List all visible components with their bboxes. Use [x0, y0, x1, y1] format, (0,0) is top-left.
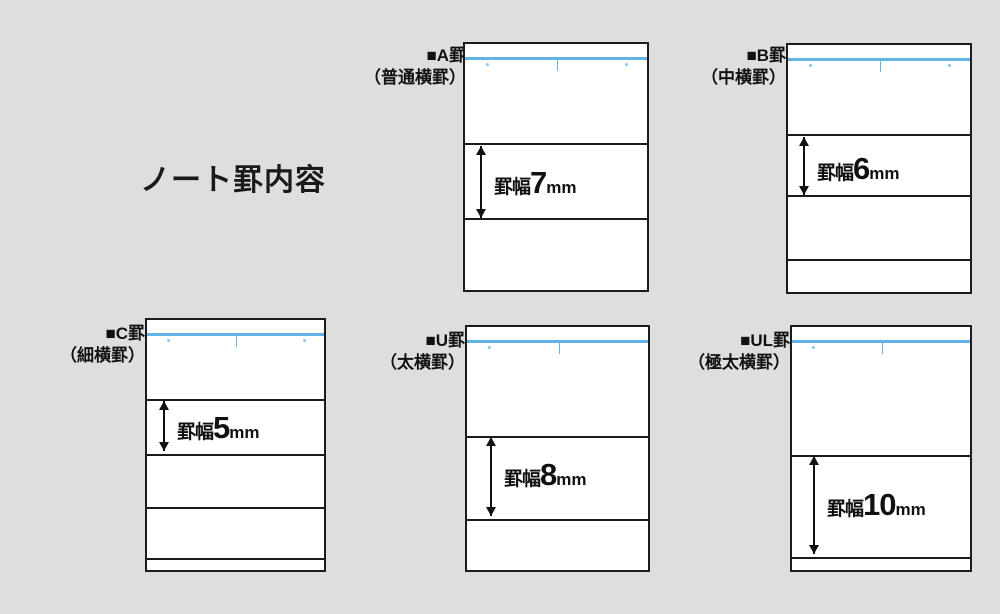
- rule-label-ul: ■UL罫 （極太横罫）: [660, 330, 790, 374]
- left-tick-dot-icon-c: [167, 339, 170, 342]
- rule-name-b: （中横罫）: [701, 67, 786, 87]
- arrow-head-up-icon-b: [799, 137, 809, 146]
- center-tick-icon-u: [559, 343, 560, 354]
- right-tick-dot-icon-a: [625, 63, 628, 66]
- arrow-head-up-icon-c: [159, 401, 169, 410]
- dimension-arrow-u: [483, 437, 499, 516]
- left-tick-dot-icon-a: [486, 63, 489, 66]
- rule-line-a-1: [465, 143, 647, 145]
- dimension-shaft-u: [490, 437, 492, 516]
- dimension-shaft-b: [803, 137, 805, 195]
- rule-name-c: （細横罫）: [60, 345, 145, 365]
- width-unit-b: mm: [869, 164, 900, 183]
- rule-line-u-2: [467, 519, 648, 521]
- paper-sample-a: [463, 42, 649, 292]
- center-tick-icon-b: [880, 61, 881, 72]
- left-tick-dot-icon-b: [809, 64, 812, 67]
- rule-line-c-3: [147, 507, 324, 509]
- center-tick-icon-c: [236, 336, 237, 347]
- arrow-head-down-icon-u: [486, 507, 496, 516]
- width-value-b: 6: [853, 151, 870, 186]
- dimension-arrow-c: [156, 401, 172, 451]
- rule-line-u-1: [467, 436, 648, 438]
- right-tick-dot-icon-b: [948, 64, 951, 67]
- blue-margin-rule-ul: [792, 340, 970, 343]
- blue-margin-rule-b: [788, 58, 970, 61]
- dimension-caption-c: 罫幅5mm: [177, 412, 260, 443]
- width-value-ul: 10: [863, 487, 896, 522]
- rule-label-u: ■U罫 （太横罫）: [365, 330, 465, 374]
- dimension-caption-u: 罫幅8mm: [504, 459, 587, 490]
- arrow-head-up-icon-a: [476, 146, 486, 155]
- center-tick-icon-a: [557, 60, 558, 71]
- width-unit-u: mm: [556, 470, 587, 489]
- arrow-head-down-icon-ul: [809, 545, 819, 554]
- arrow-head-down-icon-a: [476, 209, 486, 218]
- dimension-shaft-ul: [813, 456, 815, 554]
- arrow-head-up-icon-ul: [809, 456, 819, 465]
- rule-line-b-2: [788, 195, 970, 197]
- width-kanji-b: 罫幅: [817, 163, 854, 184]
- dimension-caption-ul: 罫幅10mm: [827, 489, 926, 520]
- paper-sample-b: [786, 43, 972, 294]
- width-unit-c: mm: [229, 423, 260, 442]
- rule-label-b: ■B罫 （中横罫）: [686, 45, 786, 89]
- rule-code-a: ■A罫: [426, 46, 466, 65]
- page-title: ノート罫内容: [140, 164, 326, 197]
- blue-margin-rule-a: [465, 57, 647, 60]
- right-tick-dot-icon-c: [303, 339, 306, 342]
- width-value-u: 8: [540, 457, 557, 492]
- width-unit-a: mm: [546, 178, 577, 197]
- dimension-caption-b: 罫幅6mm: [817, 153, 900, 184]
- width-value-a: 7: [530, 165, 547, 200]
- rule-name-u: （太横罫）: [380, 352, 465, 372]
- arrow-head-up-icon-u: [486, 437, 496, 446]
- width-unit-ul: mm: [895, 500, 926, 519]
- rule-label-c: ■C罫 （細横罫）: [45, 323, 145, 367]
- rule-line-a-2: [465, 218, 647, 220]
- blue-margin-rule-c: [147, 333, 324, 336]
- paper-sample-u: [465, 325, 650, 572]
- rule-label-a: ■A罫 （普通横罫）: [338, 45, 466, 89]
- width-kanji-ul: 罫幅: [827, 499, 864, 520]
- dimension-shaft-c: [163, 401, 165, 451]
- rule-line-ul-2: [792, 557, 970, 559]
- rule-code-ul: ■UL罫: [740, 331, 790, 350]
- rule-code-b: ■B罫: [746, 46, 786, 65]
- rule-line-b-1: [788, 134, 970, 136]
- left-tick-dot-icon-ul: [812, 346, 815, 349]
- rule-code-c: ■C罫: [105, 324, 145, 343]
- center-tick-icon-ul: [882, 343, 883, 354]
- rule-name-ul: （極太横罫）: [688, 352, 790, 372]
- rule-name-a: （普通横罫）: [364, 67, 466, 87]
- width-value-c: 5: [213, 410, 230, 445]
- dimension-caption-a: 罫幅7mm: [494, 167, 577, 198]
- rule-line-c-4: [147, 558, 324, 560]
- width-kanji-a: 罫幅: [494, 177, 531, 198]
- blue-margin-rule-u: [467, 340, 648, 343]
- rule-code-u: ■U罫: [425, 331, 465, 350]
- arrow-head-down-icon-b: [799, 186, 809, 195]
- rule-line-ul-1: [792, 455, 970, 457]
- dimension-arrow-ul: [806, 456, 822, 554]
- width-kanji-c: 罫幅: [177, 422, 214, 443]
- width-kanji-u: 罫幅: [504, 469, 541, 490]
- dimension-shaft-a: [480, 146, 482, 218]
- rule-line-c-2: [147, 454, 324, 456]
- paper-sample-ul: [790, 325, 972, 572]
- paper-sample-c: [145, 318, 326, 572]
- dimension-arrow-b: [796, 137, 812, 195]
- rule-line-c-1: [147, 399, 324, 401]
- arrow-head-down-icon-c: [159, 442, 169, 451]
- rule-line-b-3: [788, 259, 970, 261]
- left-tick-dot-icon-u: [488, 346, 491, 349]
- dimension-arrow-a: [473, 146, 489, 218]
